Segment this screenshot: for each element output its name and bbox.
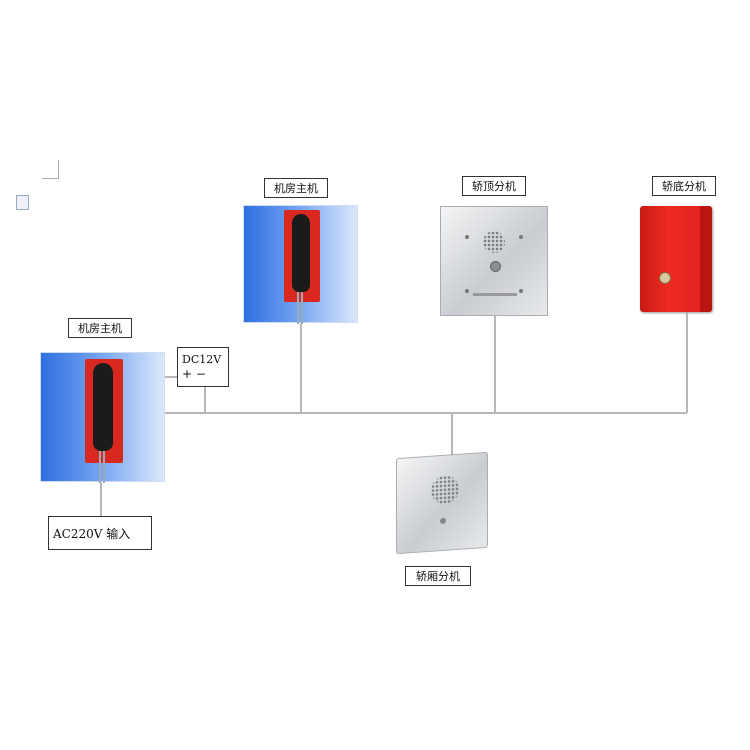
wire-dc [204, 387, 206, 413]
corner-mark [42, 160, 59, 179]
speaker-grille-icon [431, 474, 459, 505]
call-button-icon [440, 517, 446, 525]
main-bus-wire [165, 412, 687, 414]
host-top-panel [243, 205, 358, 324]
wire-shaft [494, 316, 496, 413]
screw-icon [465, 235, 469, 239]
car-extension-panel [396, 451, 488, 555]
host-top-label: 机房主机 [264, 178, 328, 198]
host-left-panel [40, 352, 165, 483]
pit-extension-box [640, 206, 712, 312]
wire-car [451, 413, 453, 465]
car-extension-label: 轿厢分机 [405, 566, 471, 586]
box-side [700, 206, 712, 312]
handset-icon [93, 363, 113, 451]
host-left-label: 机房主机 [68, 318, 132, 338]
document-icon [16, 195, 29, 210]
wire-dc-stub [165, 376, 177, 378]
dc-voltage-label: DC12V [182, 353, 222, 366]
wire-pit [686, 312, 688, 413]
shaft-extension-panel [440, 206, 548, 316]
speaker-grille-icon [483, 231, 505, 253]
pit-extension-label: 轿底分机 [652, 176, 716, 196]
cord-icon [297, 292, 303, 324]
ac-input-label: AC220V 输入 [48, 516, 152, 550]
handset-icon [292, 214, 310, 292]
shaft-extension-label: 轿顶分机 [462, 176, 526, 196]
dc-polarity-label: + − [182, 367, 206, 381]
wire-ac [100, 482, 102, 516]
call-button-icon [490, 261, 501, 272]
wire-host-top [300, 322, 302, 413]
screw-icon [465, 289, 469, 293]
screw-icon [519, 289, 523, 293]
nameplate-lines [473, 293, 517, 296]
call-button-icon [659, 272, 671, 284]
cord-icon [99, 451, 105, 483]
dc-power-box: DC12V + − [177, 347, 229, 387]
screw-icon [519, 235, 523, 239]
